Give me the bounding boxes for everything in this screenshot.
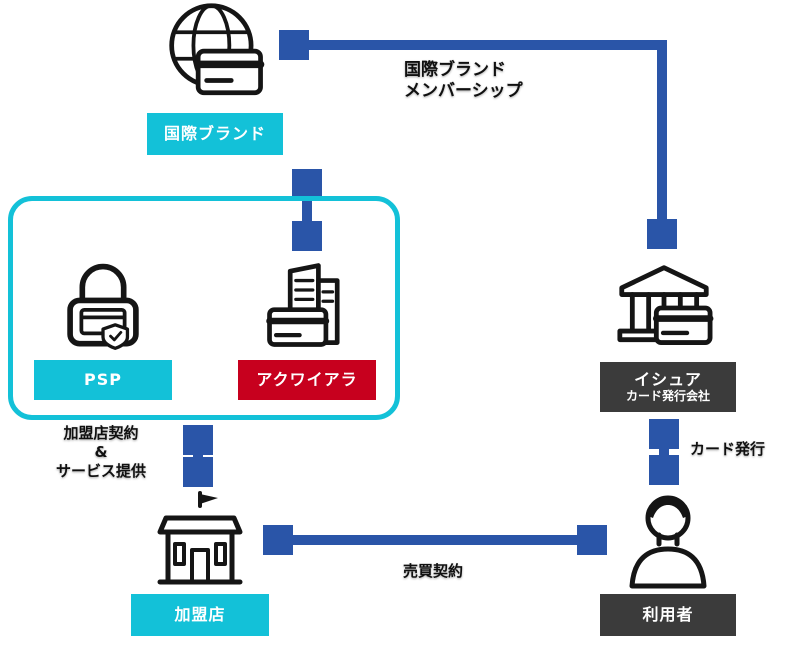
lock-card-icon — [56, 260, 150, 354]
node-psp-label: PSP — [84, 370, 122, 390]
label-merchant-contract: 加盟店契約 & サービス提供 — [28, 424, 174, 480]
node-user-label: 利用者 — [642, 605, 694, 625]
node-issuer: イシュア カード発行会社 — [600, 362, 736, 412]
arrow-brand-issuer-membership — [288, 45, 662, 240]
person-icon — [618, 486, 718, 590]
node-issuer-label: イシュア — [634, 370, 702, 390]
label-membership: 国際ブランド メンバーシップ — [404, 60, 534, 103]
label-merchant-contract-line1: 加盟店契約 — [63, 424, 139, 442]
label-membership-line2: メンバーシップ — [404, 81, 523, 102]
label-membership-line1: 国際ブランド — [404, 60, 506, 80]
label-merchant-contract-line2: & — [94, 442, 108, 461]
shop-bank-icon — [150, 490, 250, 590]
label-card-issue-text: カード発行 — [690, 440, 766, 458]
label-merchant-contract-line3: サービス提供 — [55, 461, 146, 480]
label-sales-contract: 売買契約 — [378, 562, 488, 581]
node-brand: 国際ブランド — [147, 113, 283, 155]
node-merchant-label: 加盟店 — [174, 605, 226, 625]
label-card-issue: カード発行 — [690, 440, 790, 459]
globe-card-icon — [166, 2, 270, 106]
node-user: 利用者 — [600, 594, 736, 636]
node-brand-label: 国際ブランド — [163, 124, 266, 144]
node-merchant: 加盟店 — [131, 594, 269, 636]
node-psp: PSP — [34, 360, 172, 400]
label-sales-contract-text: 売買契約 — [402, 562, 463, 580]
node-issuer-sublabel: カード発行会社 — [625, 389, 710, 404]
node-acquirer: アクワイアラ — [238, 360, 376, 400]
building-card-icon — [262, 258, 356, 352]
node-acquirer-label: アクワイアラ — [256, 370, 358, 390]
psp-acquirer-group — [8, 196, 400, 420]
bank-card-icon — [614, 260, 714, 356]
